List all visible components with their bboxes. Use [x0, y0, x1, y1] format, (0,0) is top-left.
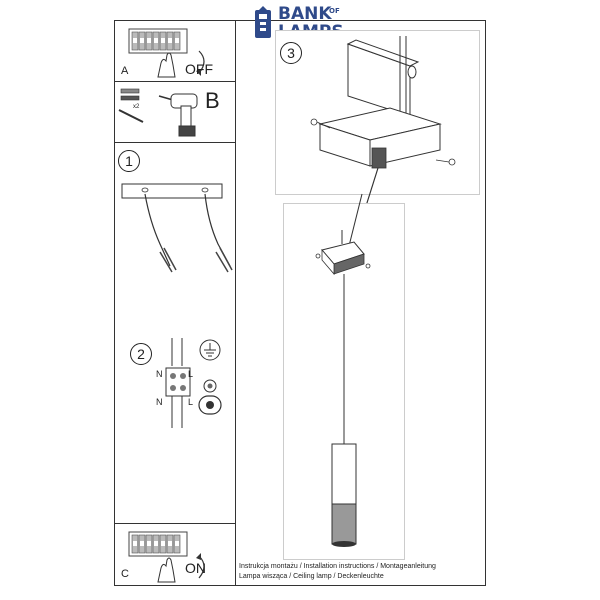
live-label-bottom: L [188, 397, 194, 407]
logo-line1: BANK [278, 4, 332, 24]
screw-and-anchor-icon [120, 88, 140, 101]
caption-line-2: Lampa wisząca / Ceiling lamp / Deckenleu… [239, 573, 384, 580]
live-label-top: L [188, 369, 194, 379]
terminal-block [165, 338, 191, 428]
hand-switch-on-icon [157, 553, 205, 583]
neutral-label-bottom: N [156, 397, 163, 407]
logo-of: OF [329, 7, 340, 15]
ceiling-plate-with-cables [121, 183, 233, 273]
left-column-frame [114, 142, 236, 524]
caption-line-1: Instrukcja montażu / Installation instru… [239, 563, 436, 570]
ground-symbol-icon [199, 339, 221, 361]
canopy-screw-right [435, 158, 456, 166]
hand-switch-off-icon [157, 50, 205, 78]
step-1-badge: 1 [118, 150, 140, 172]
lighthouse-icon [255, 6, 271, 38]
step-2-badge: 2 [130, 343, 152, 365]
panel-c-letter: C [121, 568, 129, 580]
step-3-badge: 3 [280, 42, 302, 64]
pendant-lamp-drawing [315, 193, 371, 547]
power-drill-icon [158, 93, 198, 137]
ground-terminal-icon [198, 379, 222, 415]
breaker-panel-icon [128, 28, 188, 54]
panel-a-power-off: A OFF [114, 20, 236, 82]
panel-c-power-on: C ON [114, 523, 236, 586]
panel-a-action: OFF [185, 61, 213, 77]
screw-count: x2 [133, 104, 140, 110]
panel-b-tools: x2 B [114, 81, 236, 143]
panel-b-letter: B [205, 88, 220, 113]
ceiling-canopy-assembly [310, 36, 456, 207]
panel-a-letter: A [121, 65, 129, 77]
screwdriver-icon [118, 109, 144, 123]
breaker-panel-icon [128, 531, 188, 557]
panel-c-action: ON [185, 560, 206, 576]
canopy-screw-left [310, 118, 331, 129]
neutral-label-top: N [156, 369, 163, 379]
